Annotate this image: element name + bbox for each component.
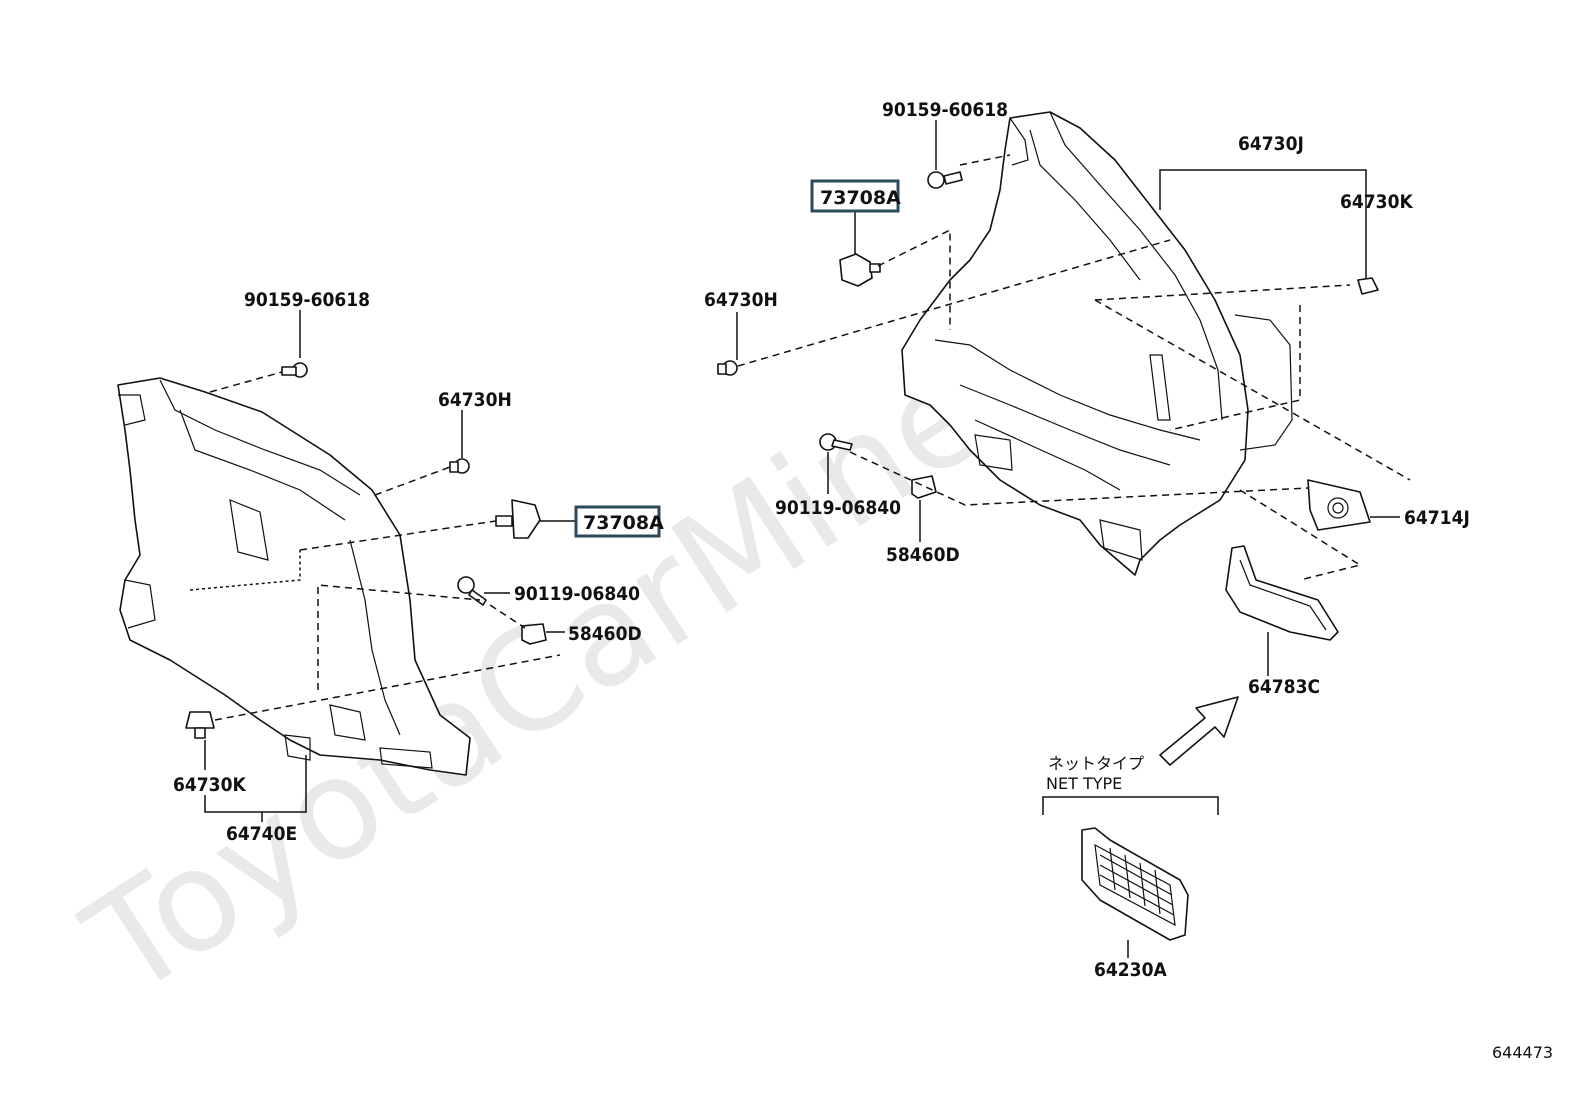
left-clip-58460D bbox=[521, 623, 547, 645]
diagram-id: 644473 bbox=[1492, 1043, 1553, 1062]
right-frame-64783C bbox=[1225, 545, 1339, 641]
right-clip-64730H bbox=[717, 360, 738, 376]
label-64730K-left: 64730K bbox=[173, 774, 246, 796]
label-58460D-right: 58460D bbox=[886, 544, 960, 566]
label-64730K-right: 64730K bbox=[1340, 191, 1413, 213]
label-73708A-left[interactable]: 73708A bbox=[583, 512, 664, 534]
right-clip-58460D bbox=[911, 475, 937, 499]
left-clip-64730H bbox=[449, 458, 470, 474]
left-bolt-90159 bbox=[281, 362, 308, 378]
boxed-label-frame-left bbox=[574, 505, 661, 538]
right-clip-64730K bbox=[1357, 277, 1379, 295]
label-64730H-left: 64730H bbox=[438, 389, 512, 411]
boxed-label-frame-right bbox=[810, 179, 900, 213]
label-net-type-en: NET TYPE bbox=[1046, 774, 1122, 793]
right-bolt-90119 bbox=[819, 433, 853, 451]
label-73708A-right[interactable]: 73708A bbox=[820, 187, 901, 209]
net-64230A bbox=[1081, 827, 1189, 941]
right-fastener-73708A bbox=[839, 253, 881, 287]
label-64740E-left: 64740E bbox=[226, 823, 297, 845]
label-64230A-right: 64230A bbox=[1094, 959, 1167, 981]
right-cover-64714J bbox=[1307, 479, 1371, 531]
label-net-type-jp: ネットタイプ bbox=[1048, 754, 1144, 773]
left-clip-64730K bbox=[185, 711, 215, 739]
label-64730H-right: 64730H bbox=[704, 289, 778, 311]
label-58460D-left: 58460D bbox=[568, 623, 642, 645]
label-64783C-right: 64783C bbox=[1248, 676, 1320, 698]
label-64714J-right: 64714J bbox=[1404, 507, 1470, 529]
label-90119-06840-left: 90119-06840 bbox=[514, 583, 640, 605]
label-90119-06840-right: 90119-06840 bbox=[775, 497, 901, 519]
right-bolt-90159 bbox=[927, 171, 963, 189]
left-fastener-73708A bbox=[495, 499, 541, 539]
direction-arrow-icon bbox=[1159, 696, 1239, 766]
left-bolt-90119 bbox=[457, 576, 487, 606]
right-trim-panel bbox=[901, 111, 1293, 576]
label-90159-60618-left: 90159-60618 bbox=[244, 289, 370, 311]
left-trim-panel bbox=[117, 377, 471, 776]
label-90159-60618-right: 90159-60618 bbox=[882, 99, 1008, 121]
label-64730J-right: 64730J bbox=[1238, 133, 1304, 155]
